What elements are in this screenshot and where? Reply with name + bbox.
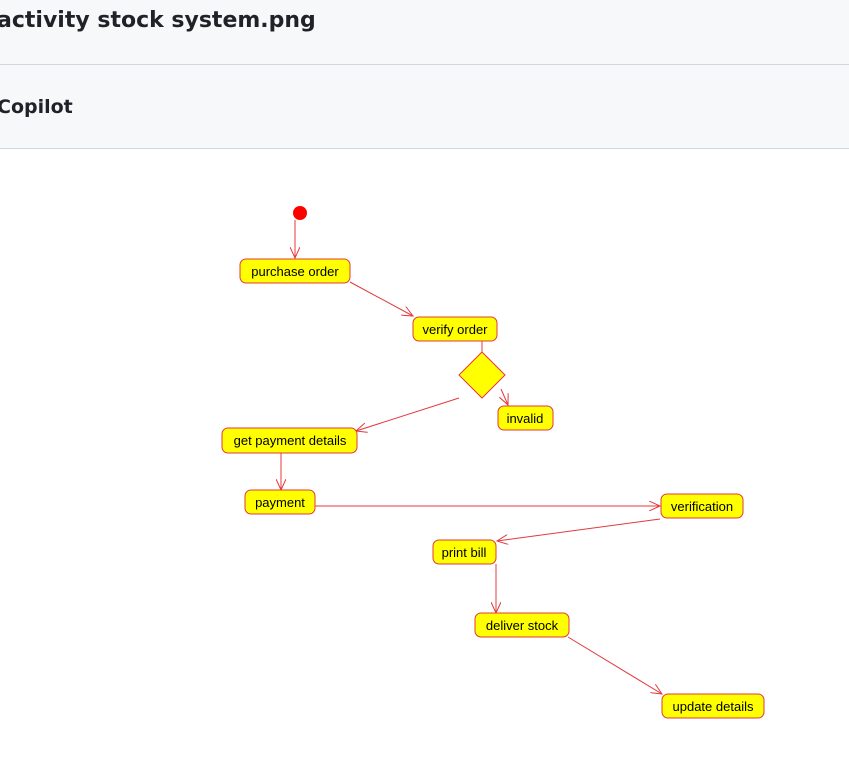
node-update-details-label: update details [673,699,754,714]
node-deliver-stock: deliver stock [474,612,570,638]
node-update-details: update details [661,693,765,719]
copilot-bar[interactable]: Copilot [0,65,849,149]
node-invalid-label: invalid [507,411,544,426]
diagram-edges [281,220,662,694]
file-header: activity stock system.png [0,0,849,65]
node-purchase-order: purchase order [239,258,351,284]
node-verify-order-label: verify order [422,322,488,337]
copilot-label: Copilot [0,96,73,118]
node-print-bill-label: print bill [442,545,487,560]
node-verification-label: verification [671,499,733,514]
file-title: activity stock system.png [0,8,316,33]
edge-decision-to-get-payment [356,397,460,431]
edge-verification-to-print-bill [497,518,661,541]
edge-deliver-to-update [567,636,662,694]
node-invalid: invalid [497,405,554,431]
node-get-payment-details: get payment details [221,427,358,454]
node-payment-label: payment [255,495,305,510]
node-print-bill: print bill [432,539,497,565]
edge-purchase-to-verify [349,281,413,316]
node-purchase-order-label: purchase order [251,264,339,279]
decision-node [458,351,506,399]
image-viewer: purchase order verify order invalid get … [0,149,849,776]
node-deliver-stock-label: deliver stock [486,618,559,633]
node-verify-order: verify order [412,316,498,342]
node-get-payment-details-label: get payment details [234,433,347,448]
start-node [293,206,307,220]
node-payment: payment [244,489,316,515]
activity-diagram: purchase order verify order invalid get … [221,206,765,719]
edge-decision-to-invalid [501,388,508,405]
node-verification: verification [660,493,744,519]
